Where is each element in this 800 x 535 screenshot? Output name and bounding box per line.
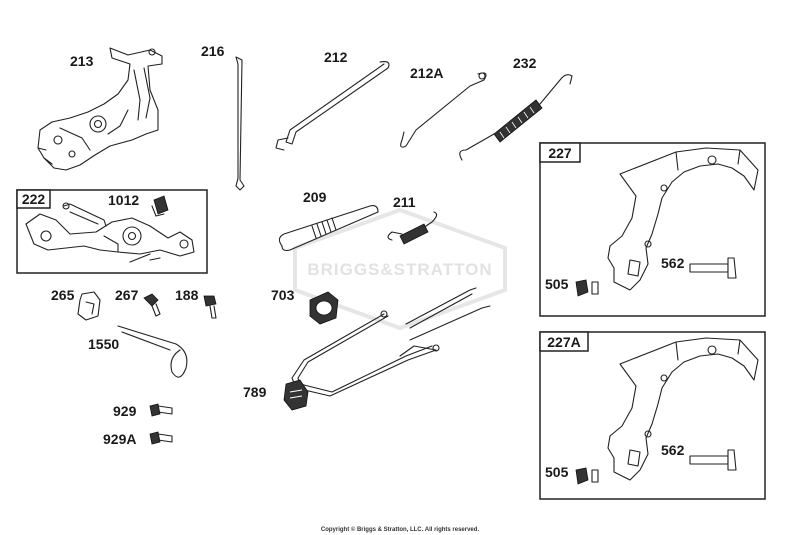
part-188-screw[interactable] [203,295,217,319]
box-227a: 227A [539,331,766,500]
label-213[interactable]: 213 [70,53,94,69]
part-1550-wire-spring[interactable] [117,325,188,378]
part-227a-bracket[interactable] [607,337,759,481]
part-703-clamp[interactable] [309,291,339,325]
label-212a[interactable]: 212A [410,65,443,81]
copyright-notice: Copyright © Briggs & Stratton, LLC. All … [321,526,480,533]
part-232-spring[interactable] [459,74,573,161]
label-209[interactable]: 209 [303,189,327,205]
label-703[interactable]: 703 [271,287,295,303]
label-216[interactable]: 216 [201,43,225,59]
label-505-top[interactable]: 505 [545,276,569,292]
label-212[interactable]: 212 [324,49,348,65]
box-222: 222 [16,189,208,274]
part-222-control-assembly[interactable] [25,202,195,263]
part-267-screw[interactable] [143,293,161,317]
part-227-bracket[interactable] [607,147,759,291]
callout-labels: 213 216 212 212A 232 1012 209 211 265 26… [51,43,685,480]
part-505-nut-bottom[interactable] [575,467,599,485]
box-227-label: 227 [548,145,572,161]
part-562-bolt-bottom[interactable] [689,449,737,471]
part-211-spring[interactable] [387,211,438,245]
part-265-clip[interactable] [77,291,101,321]
part-212-link[interactable] [275,61,390,151]
label-789[interactable]: 789 [243,384,267,400]
part-209-spring[interactable] [278,205,379,252]
box-222-label: 222 [22,191,46,207]
box-227: 227 [539,142,766,317]
part-562-bolt-top[interactable] [689,257,737,279]
part-212a-link[interactable] [400,72,487,148]
watermark-text: BRIGGS&STRATTON [307,260,492,279]
box-227a-label: 227A [547,334,580,350]
label-929[interactable]: 929 [113,403,137,419]
label-265[interactable]: 265 [51,287,75,303]
part-929a-screw[interactable] [149,431,173,445]
label-267[interactable]: 267 [115,287,139,303]
part-1012-clip[interactable] [151,195,169,217]
label-232[interactable]: 232 [513,55,537,71]
label-929a[interactable]: 929A [103,431,136,447]
part-789-harness[interactable] [283,287,491,411]
label-211[interactable]: 211 [393,194,416,210]
label-562-bottom[interactable]: 562 [661,442,685,458]
part-929-screw[interactable] [149,403,173,417]
part-213-bracket[interactable] [37,47,163,171]
label-1012[interactable]: 1012 [108,192,139,208]
label-505-bottom[interactable]: 505 [545,464,569,480]
label-188[interactable]: 188 [175,287,199,303]
label-562-top[interactable]: 562 [661,255,685,271]
label-1550[interactable]: 1550 [88,336,119,352]
part-505-nut-top[interactable] [575,279,599,297]
part-216-rod[interactable] [235,56,245,191]
